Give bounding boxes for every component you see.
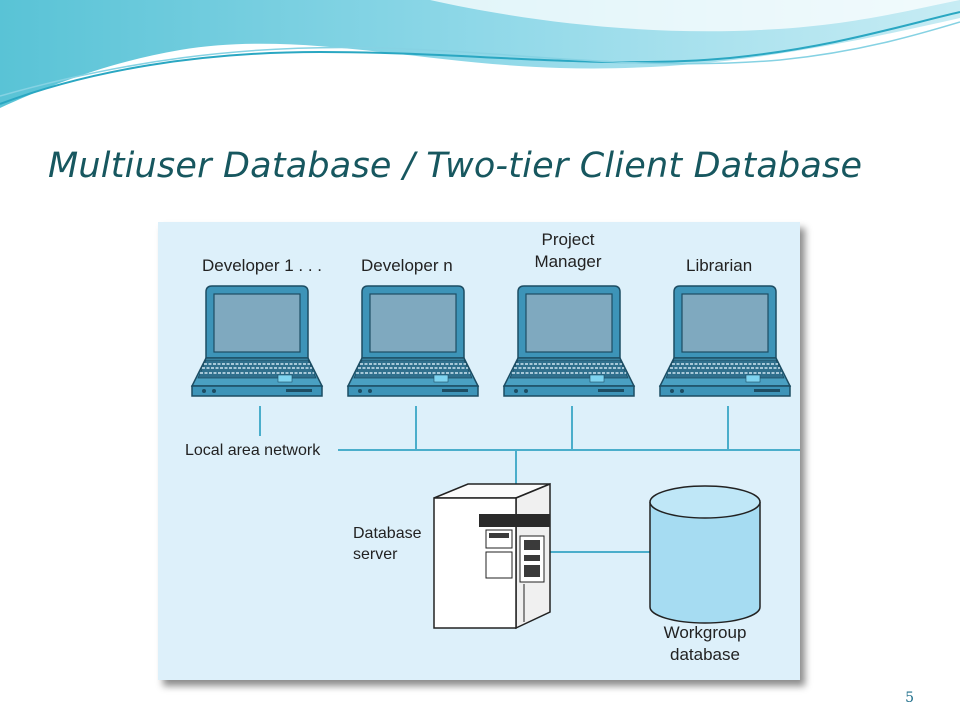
- label-local-area-network: Local area network: [185, 442, 321, 459]
- label-project-manager: Project Manager: [534, 230, 602, 271]
- laptop-developer-1: [191, 285, 323, 397]
- diagram-graphics: [191, 285, 800, 630]
- label-workgroup-database: Workgroup database: [663, 623, 747, 664]
- label-developer-1: Developer 1 . . .: [202, 256, 323, 275]
- label-database-server: Database server: [353, 525, 422, 563]
- laptop-developer-n: [347, 285, 479, 397]
- label-librarian: Librarian: [686, 256, 753, 275]
- page-number: 5: [905, 690, 914, 706]
- laptop-project-manager: [503, 285, 635, 397]
- two-tier-diagram: Developer 1 . . . Developer n Project Ma…: [158, 222, 800, 680]
- label-developer-n: Developer n: [361, 256, 453, 275]
- header-wave-decoration: [0, 0, 960, 108]
- database-server-icon: [433, 482, 551, 630]
- slide-title: Multiuser Database / Two-tier Client Dat…: [48, 146, 863, 186]
- network-lines: [259, 406, 800, 553]
- laptop-librarian: [659, 285, 791, 397]
- workgroup-database-icon: [649, 485, 761, 624]
